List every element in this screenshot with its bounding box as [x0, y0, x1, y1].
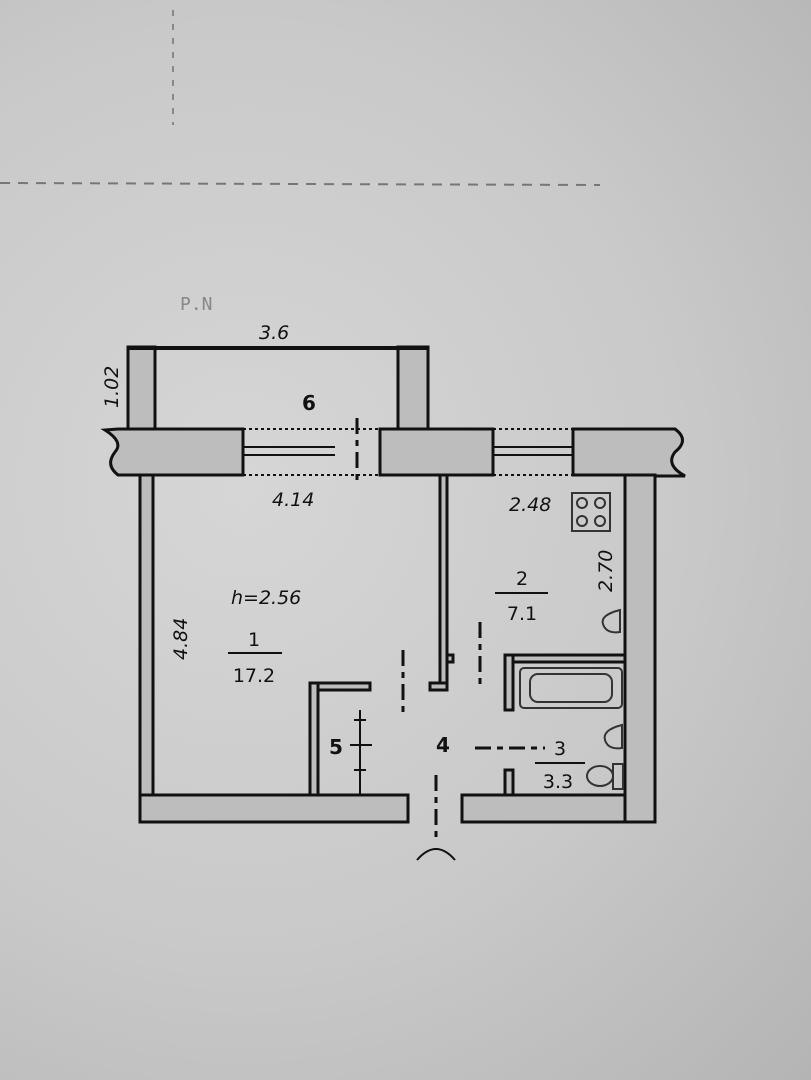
room5-number: 5 — [329, 735, 343, 759]
room3-number: 3 — [554, 738, 566, 760]
partition-kitchen-bath — [503, 653, 627, 664]
ceiling-height-label: h=2.56 — [231, 587, 301, 609]
bottom-wall-right — [460, 793, 657, 824]
room3-area: 3.3 — [543, 771, 573, 793]
entrance-arc-icon — [416, 848, 456, 861]
door-markers — [350, 418, 545, 840]
left-wall — [138, 473, 155, 824]
balcony-depth-label: 1.02 — [101, 366, 123, 408]
fixtures — [519, 492, 624, 790]
balcony-number: 6 — [302, 391, 316, 415]
room4-number: 4 — [436, 733, 450, 757]
partition-hall-top-right — [428, 681, 449, 692]
bath-wall-bottom — [503, 768, 515, 797]
room2-length-label: 2.70 — [595, 550, 617, 592]
room1-length-label: 4.84 — [170, 618, 192, 660]
room2-area: 7.1 — [507, 603, 537, 625]
balcony-wall-right — [396, 345, 430, 431]
kitchen-sink-icon — [601, 608, 621, 634]
balcony-width-label: 3.6 — [259, 322, 289, 344]
bathtub-icon — [519, 667, 623, 709]
room1-number: 1 — [248, 629, 260, 651]
faint-divider — [0, 182, 601, 186]
exterior-wall-left — [100, 427, 245, 477]
exterior-wall-mid — [378, 427, 495, 477]
washbasin-icon — [603, 723, 623, 750]
closet-wall — [308, 681, 320, 797]
room1-width-label: 4.14 — [272, 489, 314, 511]
walls — [100, 345, 686, 824]
faint-header-text: P.N — [180, 294, 213, 315]
room1-area: 17.2 — [233, 665, 275, 687]
bottom-wall-left — [138, 793, 410, 824]
toilet-icon — [586, 763, 624, 790]
stove-icon — [571, 492, 611, 532]
partition-stub — [445, 653, 455, 664]
right-wall — [623, 473, 657, 824]
room2-number: 2 — [516, 568, 528, 590]
bath-wall-top — [503, 653, 515, 712]
room2-width-label: 2.48 — [509, 494, 551, 516]
exterior-wall-right — [571, 427, 686, 478]
balcony-wall-left — [126, 345, 157, 431]
